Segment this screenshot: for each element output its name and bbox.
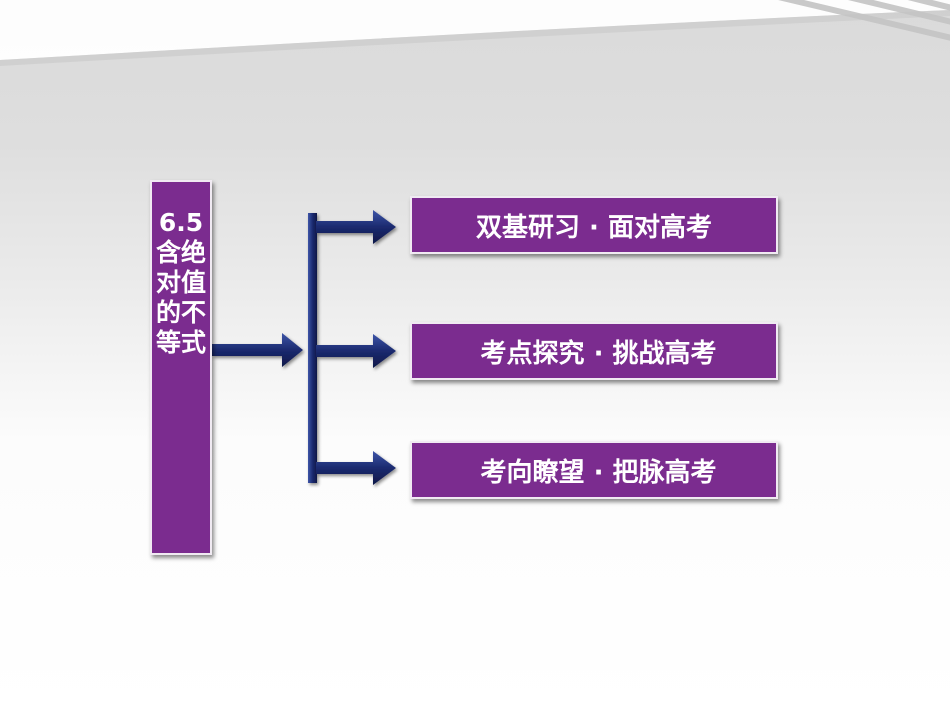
topic-button-explore[interactable]: 考点探究 · 挑战高考 [410, 322, 778, 380]
chapter-title: 6.5含绝对值的不等式 [155, 208, 206, 357]
vertical-bracket-bar [308, 213, 317, 483]
branch-arrow-1 [316, 210, 396, 244]
branch-arrow-3 [316, 451, 396, 485]
chapter-title-box: 6.5含绝对值的不等式 [150, 180, 212, 555]
topic-button-outlook[interactable]: 考向瞭望 · 把脉高考 [410, 441, 778, 499]
decorative-swoosh [0, 0, 950, 66]
branch-arrow-2 [316, 334, 396, 368]
main-arrow [212, 333, 303, 367]
topic-button-basics[interactable]: 双基研习 · 面对高考 [410, 196, 778, 254]
